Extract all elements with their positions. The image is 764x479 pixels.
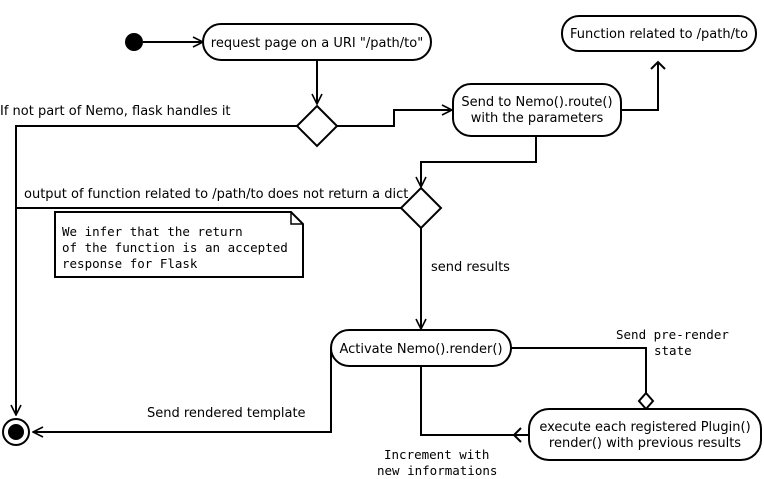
plugin-render-label-1: execute each registered Plugin() <box>539 420 750 435</box>
flask-note-line-1: We infer that the return <box>62 224 243 239</box>
edge-decision1-to-end <box>16 125 297 415</box>
label-increment-2: new informations <box>377 463 497 478</box>
edge-plugin-to-render <box>420 367 529 436</box>
send-to-nemo-route-label-1: Send to Nemo().route() <box>461 95 612 110</box>
plugin-render-label-2: render() with previous results <box>549 436 741 451</box>
end-node-core <box>8 424 24 440</box>
function-related-node <box>561 15 757 52</box>
edge-decision1-to-route <box>337 110 452 127</box>
label-not-nemo: If not part of Nemo, flask handles it <box>0 104 231 119</box>
label-increment-1: Increment with <box>384 447 489 462</box>
activate-render-label: Activate Nemo().render() <box>339 342 502 357</box>
function-related-label: Function related to /path/to <box>570 27 748 42</box>
label-no-dict: output of function related to /path/to d… <box>24 187 408 202</box>
activate-render-node <box>330 329 512 367</box>
edge-route-to-decision2 <box>421 136 537 187</box>
edge-render-to-plugin <box>511 347 647 393</box>
flask-note-line-3: response for Flask <box>62 256 198 271</box>
flask-note-fold <box>290 212 303 225</box>
flask-note <box>54 211 304 278</box>
send-to-nemo-route-label-2: with the parameters <box>471 111 604 126</box>
start-node <box>125 33 143 51</box>
edge-render-to-end <box>33 348 332 432</box>
edge-route-to-function <box>621 62 659 111</box>
plugin-connector-fork <box>512 427 522 443</box>
decision-dict-return <box>399 186 443 230</box>
send-to-nemo-route-node <box>452 83 622 137</box>
label-send-rendered: Send rendered template <box>147 406 306 421</box>
request-page-node <box>202 23 432 61</box>
label-pre-render-2: state <box>654 343 692 358</box>
function-connector-fork <box>650 60 666 70</box>
aggregation-diamond <box>637 391 655 411</box>
plugin-render-node <box>528 408 762 461</box>
label-pre-render-1: Send pre-render <box>616 327 729 342</box>
request-page-label: request page on a URI "/path/to" <box>211 36 423 51</box>
decision-nemo-route <box>295 104 339 148</box>
flask-note-line-2: of the function is an accepted <box>62 240 288 255</box>
label-send-results: send results <box>431 260 510 275</box>
